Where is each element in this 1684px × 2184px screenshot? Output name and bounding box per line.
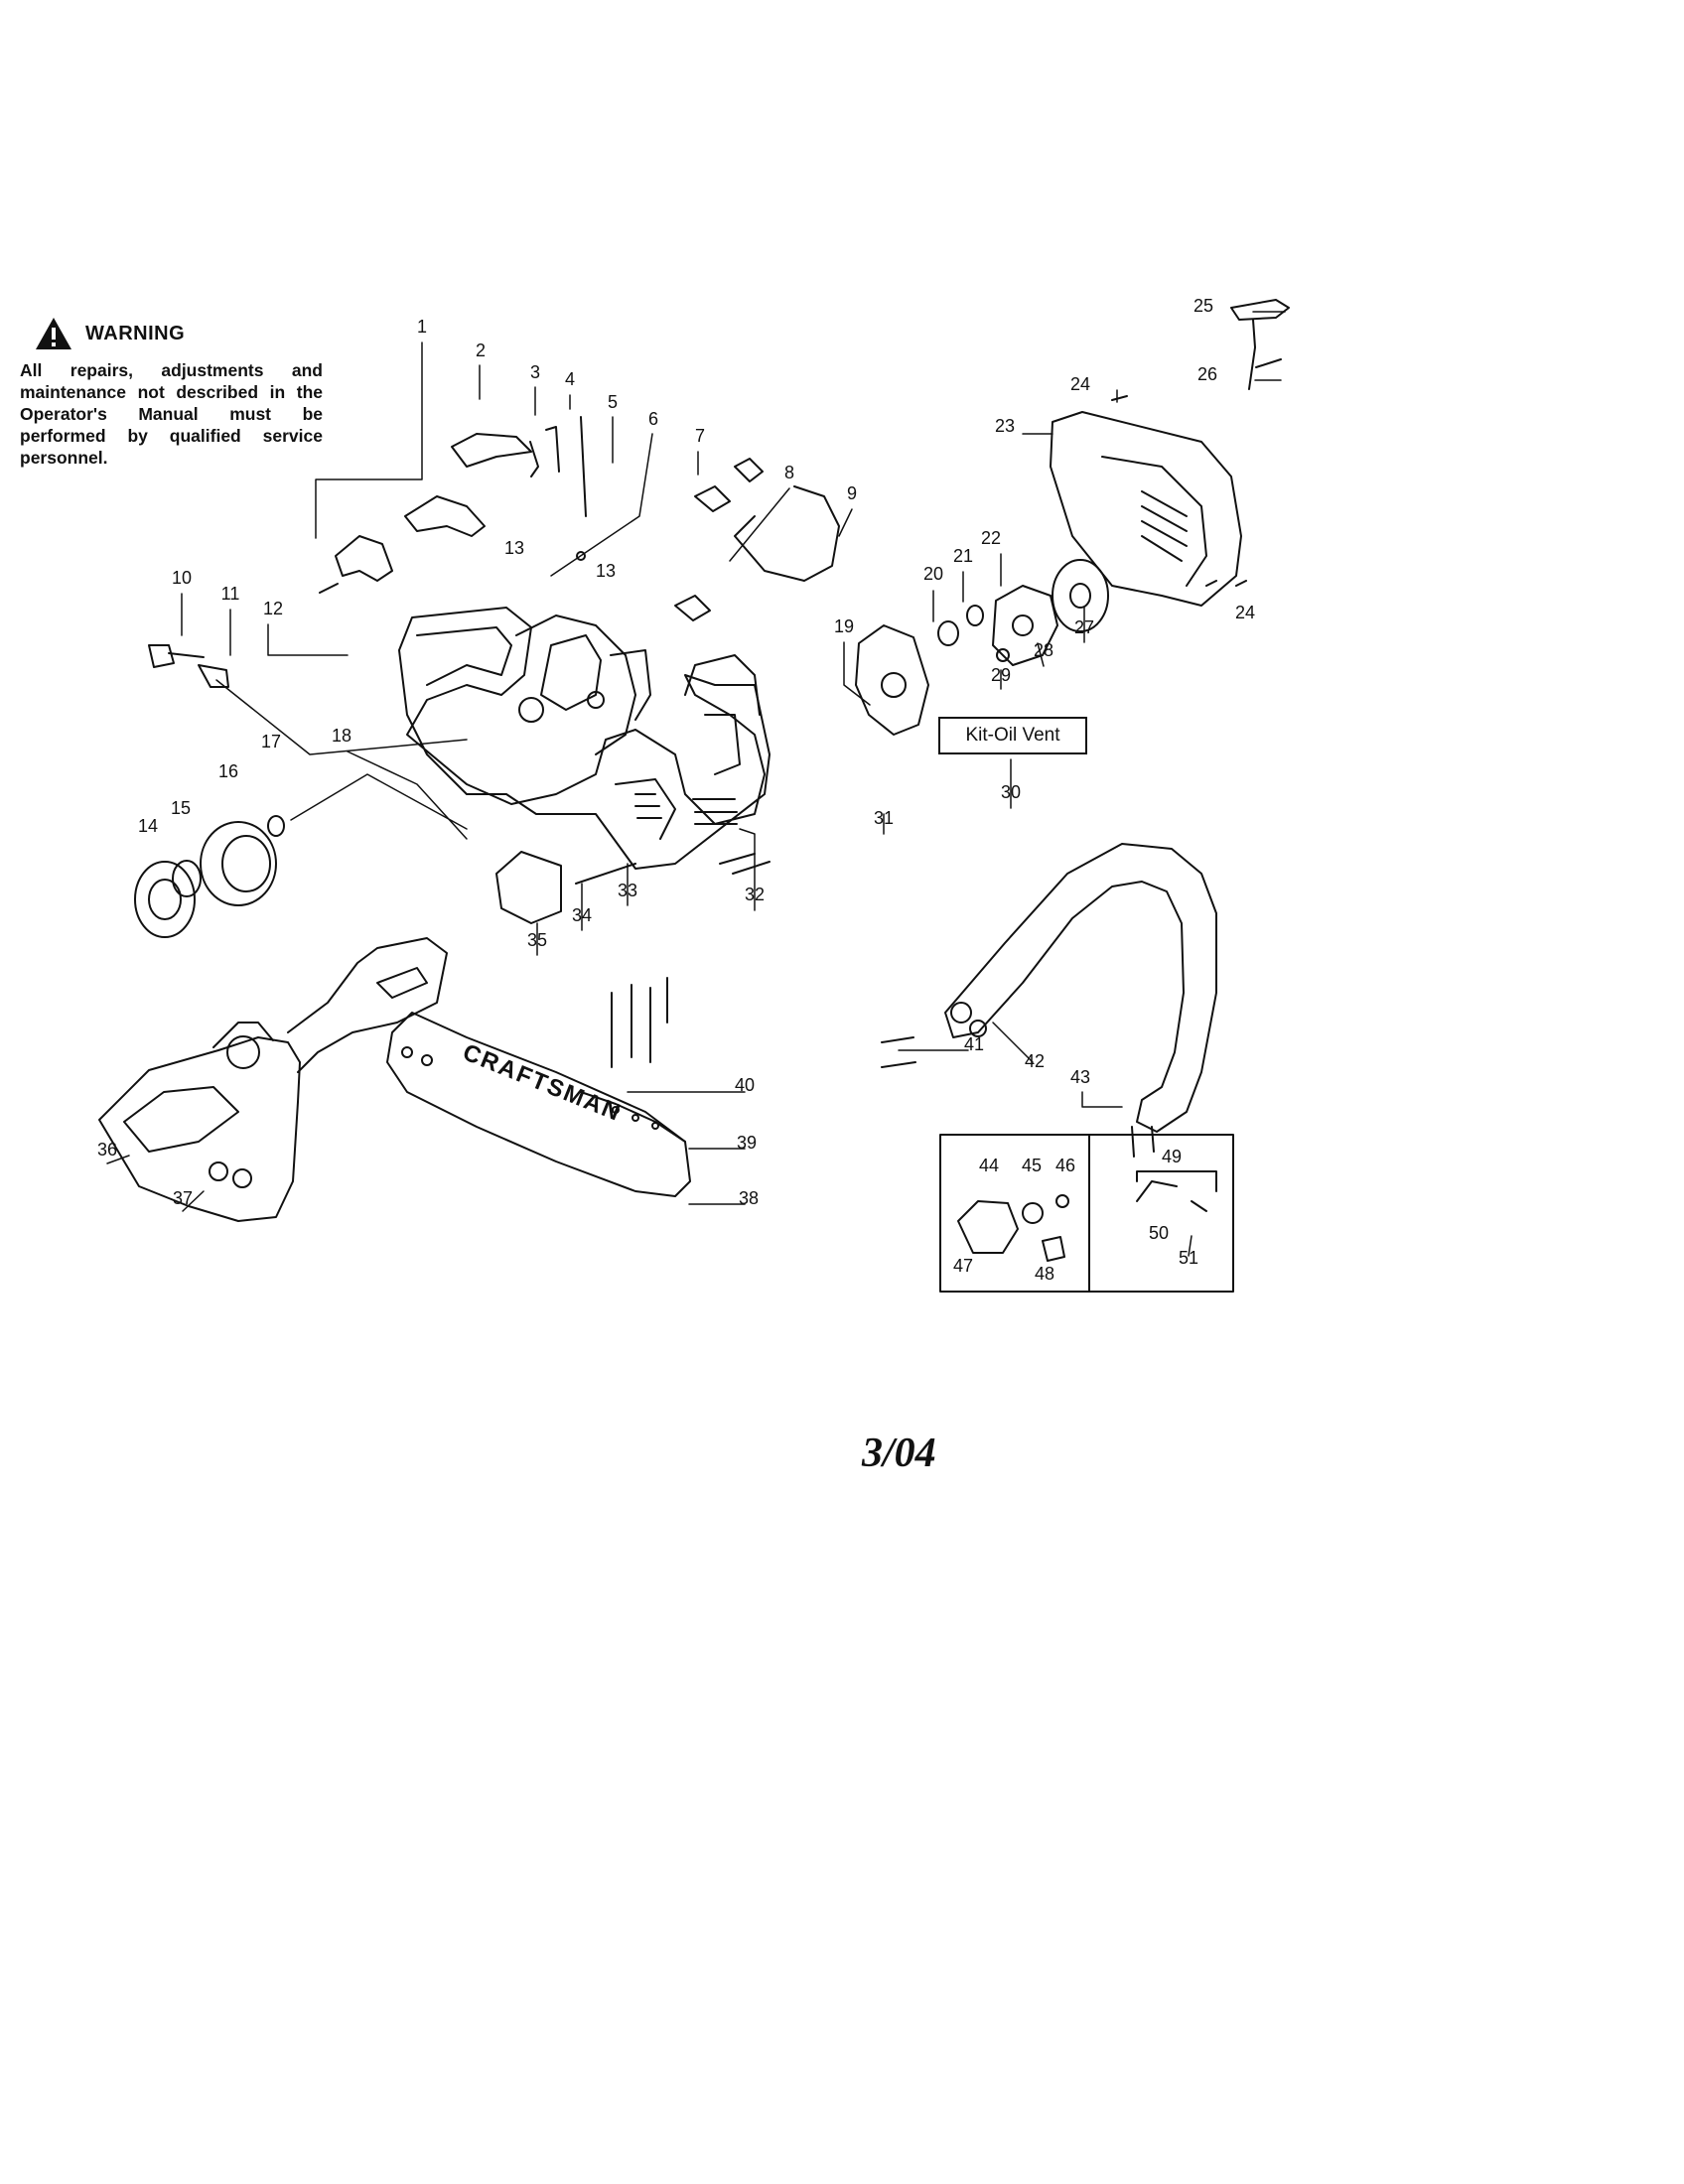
guide-bar (386, 1012, 691, 1197)
bar-brand-label: CRAFTSMAN (459, 1039, 626, 1128)
date-code: 3/04 (862, 1431, 936, 1476)
callout-15: 15 (171, 798, 191, 818)
callout-3: 3 (530, 362, 540, 382)
callout-51: 51 (1179, 1248, 1198, 1268)
callout-33: 33 (618, 881, 637, 900)
callout-13: 13 (596, 561, 616, 581)
callout-21: 21 (953, 546, 973, 566)
callout-48: 48 (1035, 1264, 1054, 1284)
callout-41: 41 (964, 1034, 984, 1054)
callout-18: 18 (332, 726, 351, 746)
callout-6: 6 (648, 409, 658, 429)
warning-header: WARNING (34, 316, 323, 351)
callout-25: 25 (1193, 296, 1213, 316)
callout-32: 32 (745, 885, 765, 904)
callout-40: 40 (735, 1075, 755, 1095)
callout-28: 28 (1034, 640, 1053, 660)
callout-10: 10 (172, 568, 192, 588)
callout-22: 22 (981, 528, 1001, 548)
callout-9: 9 (847, 483, 857, 503)
callout-46: 46 (1055, 1156, 1075, 1175)
callout-47: 47 (953, 1256, 973, 1276)
warning-block: WARNING All repairs, adjustments and mai… (20, 316, 323, 469)
callout-7: 7 (695, 426, 705, 446)
front-handle (881, 843, 1217, 1158)
callout-1: 1 (417, 317, 427, 337)
bolts (575, 853, 771, 1068)
callout-36: 36 (97, 1140, 117, 1160)
callout-26: 26 (1197, 364, 1217, 384)
callout-42: 42 (1025, 1051, 1045, 1071)
callout-31: 31 (874, 808, 894, 828)
warning-text: All repairs, adjustments and maintenance… (20, 360, 323, 468)
warning-title: WARNING (85, 322, 186, 344)
callout-39: 39 (737, 1133, 757, 1153)
callout-17: 17 (261, 732, 281, 751)
callout-49: 49 (1162, 1147, 1182, 1166)
callout-34: 34 (572, 905, 592, 925)
callout-20: 20 (923, 564, 943, 584)
throttle-parts (319, 416, 840, 621)
callout-12: 12 (263, 599, 283, 618)
sprocket-cover (98, 851, 562, 1222)
callout-38: 38 (739, 1188, 759, 1208)
callout-43: 43 (1070, 1067, 1090, 1087)
callout-44: 44 (979, 1156, 999, 1175)
callout-23: 23 (995, 416, 1015, 436)
callout-30: 30 (1001, 782, 1021, 802)
callout-4: 4 (565, 369, 575, 389)
clutch-assembly (134, 815, 285, 938)
callout-29: 29 (991, 665, 1011, 685)
callout-27: 27 (1074, 617, 1094, 637)
callout-37: 37 (173, 1188, 193, 1208)
crankcase-housing (398, 607, 771, 870)
callout-11: 11 (221, 584, 240, 604)
inset-parts-box (939, 1134, 1234, 1293)
leader-lines (106, 311, 1286, 1257)
callout-14: 14 (138, 816, 158, 836)
bumper-parts (148, 644, 229, 688)
kit-oil-vent-label: Kit-Oil Vent (938, 717, 1087, 754)
callout-5: 5 (608, 392, 618, 412)
warning-triangle-icon (36, 318, 71, 349)
callout-45: 45 (1022, 1156, 1042, 1175)
callout-24: 24 (1070, 374, 1090, 394)
callout-16: 16 (218, 761, 238, 781)
starter-assembly (855, 299, 1290, 736)
callout-19: 19 (834, 616, 854, 636)
callout-50: 50 (1149, 1223, 1169, 1243)
callout-13: 13 (504, 538, 524, 558)
callout-8: 8 (784, 463, 794, 482)
callout-24: 24 (1235, 603, 1255, 622)
callout-35: 35 (527, 930, 547, 950)
callout-2: 2 (476, 341, 486, 360)
